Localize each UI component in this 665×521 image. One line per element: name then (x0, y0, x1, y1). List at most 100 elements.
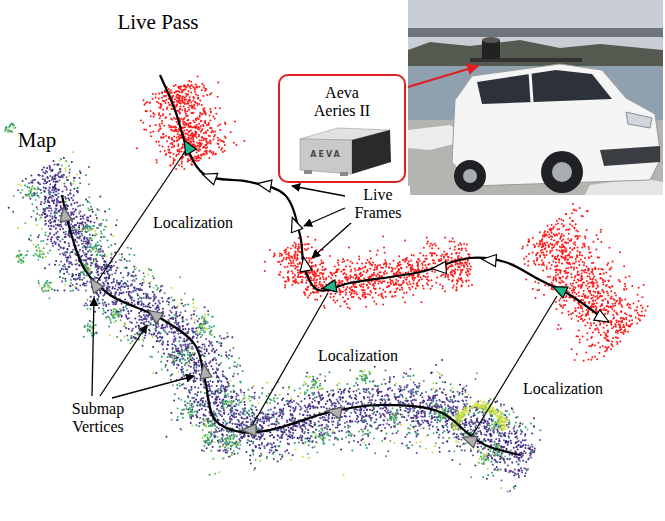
point (443, 430, 445, 432)
point (455, 440, 457, 442)
point (131, 299, 133, 301)
point (79, 279, 81, 281)
point (102, 299, 104, 301)
point (192, 327, 194, 329)
point (65, 233, 67, 235)
point (486, 478, 488, 480)
point (130, 310, 132, 312)
point (250, 418, 252, 420)
point (356, 402, 358, 404)
point (79, 265, 81, 267)
point (357, 420, 359, 422)
point (139, 330, 141, 332)
point (106, 219, 108, 221)
point (205, 415, 207, 417)
point (97, 274, 99, 276)
point (459, 445, 461, 447)
point (176, 367, 178, 369)
point (167, 298, 169, 300)
point (273, 397, 275, 399)
point (120, 259, 122, 261)
point (277, 460, 279, 462)
point (532, 446, 534, 448)
point (197, 387, 199, 389)
point (228, 358, 230, 360)
point (51, 236, 53, 238)
point (462, 423, 464, 425)
point (68, 199, 70, 201)
point (432, 452, 434, 454)
point (53, 202, 55, 204)
point (503, 459, 505, 461)
point (83, 214, 85, 216)
point (520, 433, 522, 435)
point (412, 410, 414, 412)
point (359, 414, 361, 416)
point (17, 189, 19, 191)
point (509, 431, 511, 433)
point (212, 348, 214, 350)
point (219, 445, 221, 447)
point (80, 215, 82, 217)
point (344, 412, 346, 414)
point (282, 387, 284, 389)
point (101, 269, 103, 271)
point (249, 444, 251, 446)
point (190, 366, 192, 368)
point (185, 328, 187, 330)
point (365, 391, 367, 393)
point (439, 377, 441, 379)
point (56, 164, 58, 166)
point (349, 425, 351, 427)
point (338, 382, 340, 384)
point (264, 438, 266, 440)
point (516, 430, 518, 432)
point (104, 253, 106, 255)
point (431, 421, 433, 423)
point (245, 451, 247, 453)
point (212, 381, 214, 383)
point (443, 388, 445, 390)
point (205, 338, 207, 340)
point (30, 240, 32, 242)
point (276, 430, 278, 432)
point (258, 444, 260, 446)
point (138, 270, 140, 272)
point (381, 395, 383, 397)
point (367, 396, 369, 398)
point (500, 404, 502, 406)
point (72, 284, 74, 286)
point (190, 318, 192, 320)
point (341, 438, 343, 440)
point (397, 400, 399, 402)
point (121, 315, 123, 317)
point (94, 311, 96, 313)
point (129, 321, 131, 323)
point (238, 438, 240, 440)
point (171, 312, 173, 314)
point (274, 407, 276, 409)
point (414, 407, 416, 409)
point (131, 302, 133, 304)
point (226, 332, 228, 334)
point (118, 294, 120, 296)
point (336, 427, 338, 429)
point (289, 419, 291, 421)
point (259, 460, 261, 462)
point (99, 292, 101, 294)
point (216, 405, 218, 407)
point (470, 416, 472, 418)
point (485, 434, 487, 436)
point (407, 375, 409, 377)
point (226, 430, 228, 432)
point (267, 414, 269, 416)
point (89, 234, 91, 236)
point (69, 172, 71, 174)
point (309, 415, 311, 417)
point (261, 421, 263, 423)
point (161, 343, 163, 345)
point (68, 261, 70, 263)
point (274, 394, 276, 396)
point (169, 310, 171, 312)
point (75, 234, 77, 236)
